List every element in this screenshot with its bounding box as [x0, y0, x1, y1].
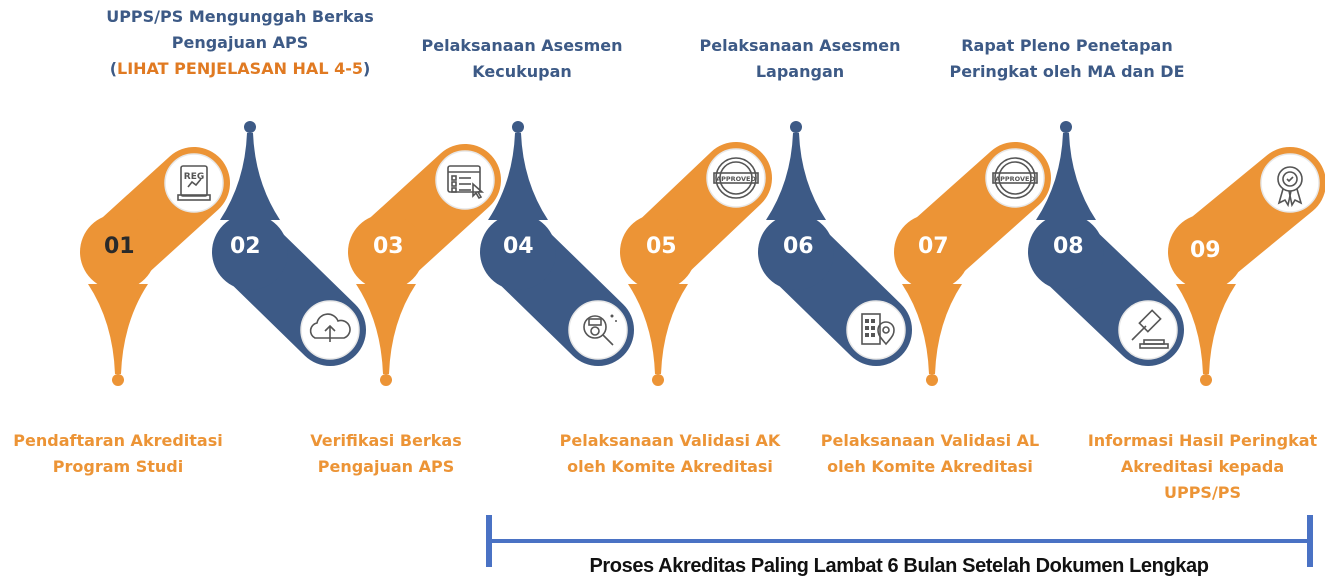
step-07-pendant: APPROVED [894, 142, 1051, 386]
approved-stamp-icon: APPROVED [985, 148, 1045, 208]
reg-icon: REG [164, 153, 224, 213]
step-05-number: 05 [646, 234, 677, 259]
step-02-pendant [212, 121, 366, 366]
step-01-label-line-2: Program Studi [52, 457, 184, 476]
step-02-note-link: LIHAT PENJELASAN HAL 4-5 [117, 59, 363, 78]
step-06-number: 06 [783, 234, 814, 259]
step-04-label: Pelaksanaan Asesmen Kecukupan [382, 33, 662, 85]
approved-stamp-icon: APPROVED [706, 148, 766, 208]
step-02-note-open: ( [109, 59, 117, 78]
duration-bracket [486, 515, 1313, 567]
step-09-label-line-1: Informasi Hasil Peringkat [1087, 431, 1318, 450]
step-08-pendant [1028, 121, 1184, 366]
step-01-label: Pendaftaran Akreditasi Program Studi [0, 428, 236, 480]
process-duration-caption: Proses Akreditas Paling Lambat 6 Bulan S… [589, 555, 1209, 577]
step-01-number: 01 [104, 234, 135, 259]
step-09-label-line-2: Akreditasi kepada [1120, 457, 1285, 476]
step-06-label-line-2: Lapangan [755, 62, 845, 81]
building-location-icon [846, 300, 906, 360]
approved-stamp-text: APPROVED [995, 175, 1035, 183]
step-03-number: 03 [373, 234, 404, 259]
step-07-label-line-1: Pelaksanaan Validasi AL [820, 431, 1040, 450]
step-05-label-line-2: oleh Komite Akreditasi [567, 457, 773, 476]
step-01-label-line-1: Pendaftaran Akreditasi [13, 431, 223, 450]
step-07-number: 07 [918, 234, 949, 259]
step-03-label-line-1: Verifikasi Berkas [310, 431, 462, 450]
step-02-number: 02 [230, 234, 261, 259]
step-08-label: Rapat Pleno Penetapan Peringkat oleh MA … [912, 33, 1222, 85]
step-02-label: UPPS/PS Mengunggah Berkas Pengajuan APS … [60, 4, 420, 82]
step-04-number: 04 [503, 234, 534, 259]
step-04-label-line-2: Kecukupan [472, 62, 572, 81]
step-05-label: Pelaksanaan Validasi AK oleh Komite Akre… [540, 428, 800, 480]
step-06-pendant [758, 121, 912, 366]
step-07-label-line-2: oleh Komite Akreditasi [827, 457, 1033, 476]
step-05-label-line-1: Pelaksanaan Validasi AK [559, 431, 781, 450]
step-02-label-line-1: UPPS/PS Mengunggah Berkas [106, 7, 374, 26]
step-01-pendant: REG [80, 147, 230, 386]
step-07-label: Pelaksanaan Validasi AL oleh Komite Akre… [800, 428, 1060, 480]
step-09-label: Informasi Hasil Peringkat Akreditasi kep… [1080, 428, 1325, 506]
checklist-icon [435, 150, 495, 210]
step-09-label-line-3: UPPS/PS [1163, 483, 1242, 502]
step-08-label-line-2: Peringkat oleh MA dan DE [949, 62, 1185, 81]
step-04-label-line-1: Pelaksanaan Asesmen [421, 36, 623, 55]
award-badge-icon [1260, 153, 1320, 213]
step-03-label-line-2: Pengajuan APS [317, 457, 455, 476]
step-02-note-close: ) [362, 59, 371, 78]
magnifier-icon [568, 300, 628, 360]
step-02-label-note: (LIHAT PENJELASAN HAL 4-5) [60, 56, 420, 82]
step-08-number: 08 [1053, 234, 1084, 259]
step-08-label-line-1: Rapat Pleno Penetapan [961, 36, 1173, 55]
step-03-label: Verifikasi Berkas Pengajuan APS [276, 428, 496, 480]
step-05-pendant: APPROVED [620, 142, 772, 386]
step-06-label-line-1: Pelaksanaan Asesmen [699, 36, 901, 55]
approved-stamp-text: APPROVED [716, 175, 756, 183]
reg-icon-text: REG [184, 172, 204, 182]
step-04-pendant [480, 121, 634, 366]
cloud-upload-icon [300, 300, 360, 360]
step-09-pendant [1168, 147, 1325, 386]
step-09-number: 09 [1190, 238, 1221, 263]
step-02-label-line-2: Pengajuan APS [171, 33, 309, 52]
step-06-label: Pelaksanaan Asesmen Lapangan [660, 33, 940, 85]
step-03-pendant [348, 144, 501, 386]
gavel-icon [1118, 300, 1178, 360]
